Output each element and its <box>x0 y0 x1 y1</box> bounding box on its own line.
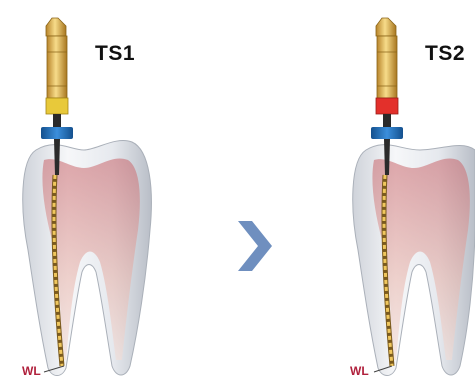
tooth-left <box>23 141 152 376</box>
wl-label-right: WL <box>350 364 369 378</box>
chevron-right-icon <box>238 221 272 271</box>
stopper-left <box>41 127 73 139</box>
tooth-right <box>353 145 475 376</box>
stopper-right <box>371 127 403 139</box>
color-band-right <box>376 98 398 114</box>
file-label-ts2: TS2 <box>425 42 465 66</box>
wl-label-left: WL <box>22 364 41 378</box>
color-band-left <box>46 98 68 114</box>
file-label-ts1: TS1 <box>95 42 135 66</box>
